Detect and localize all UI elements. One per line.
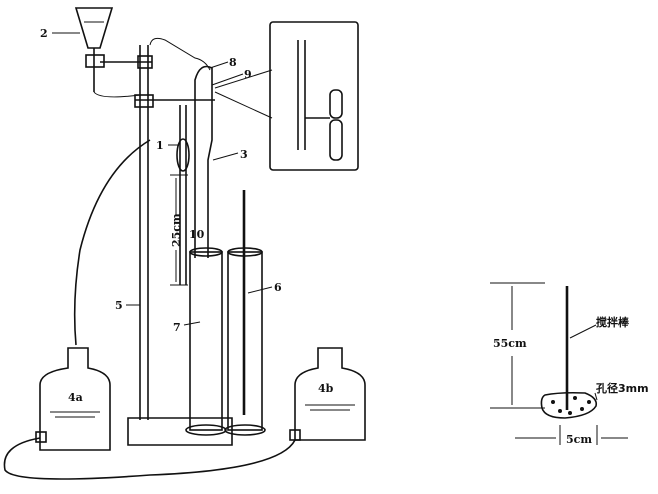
hose-left — [73, 139, 151, 346]
label-25cm: 25cm — [170, 213, 183, 247]
label-hole-diameter: 孔径3mm — [596, 381, 649, 395]
bottle-4b — [289, 347, 366, 441]
tube-7 — [185, 247, 227, 436]
separatory-funnel — [74, 7, 114, 92]
label-stirring-rod: 搅拌棒 — [596, 315, 630, 329]
label-55cm: 55cm — [493, 337, 527, 350]
clamp — [137, 55, 153, 69]
stand-base — [127, 417, 233, 446]
label-3: 3 — [240, 148, 248, 161]
label-4a: 4a — [68, 391, 83, 404]
bottle-4a — [35, 347, 111, 451]
label-5cm: 5cm — [566, 433, 592, 446]
label-7: 7 — [173, 321, 181, 334]
stand-rod — [139, 45, 149, 420]
siphon-tube — [194, 65, 213, 258]
cylinder-6 — [224, 190, 266, 436]
label-10: 10 — [189, 228, 205, 241]
label-8: 8 — [229, 56, 237, 69]
detail-inset — [214, 21, 359, 171]
label-9: 9 — [244, 68, 252, 81]
hose-bottom — [3, 437, 296, 480]
label-1: 1 — [156, 139, 164, 152]
stirring-rod — [490, 282, 628, 445]
label-2: 2 — [40, 27, 48, 40]
label-6: 6 — [274, 281, 282, 294]
burette — [176, 105, 190, 285]
label-5: 5 — [115, 299, 123, 312]
label-4b: 4b — [318, 382, 334, 395]
